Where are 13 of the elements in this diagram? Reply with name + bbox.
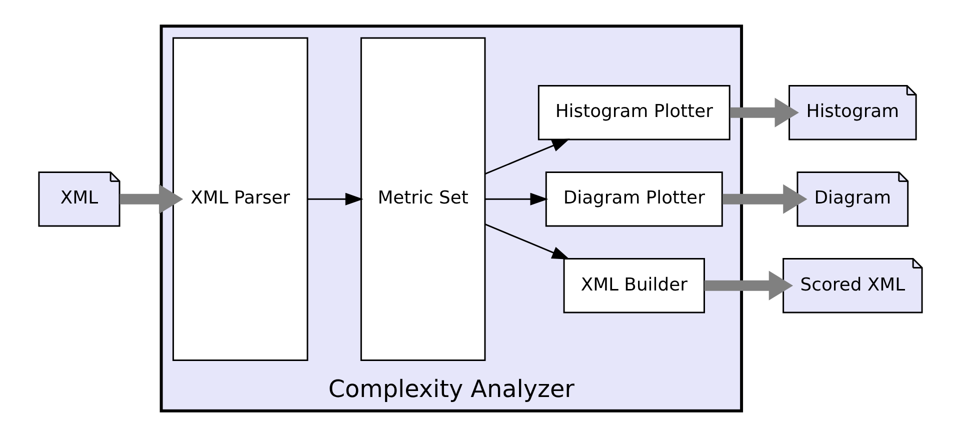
arrow (722, 184, 807, 214)
arrow (484, 138, 570, 175)
arrow (730, 98, 798, 128)
arrow (119, 184, 183, 214)
arrow (484, 224, 570, 260)
arrow (307, 192, 363, 206)
node-box: Histogram Plotter (537, 85, 730, 140)
node-box: XML Parser (172, 37, 308, 361)
node-box: XML Builder (562, 258, 704, 314)
arrow (704, 270, 793, 300)
arrow (484, 192, 548, 206)
node-box: Diagram Plotter (544, 172, 722, 227)
node-box: Metric Set (360, 37, 486, 361)
